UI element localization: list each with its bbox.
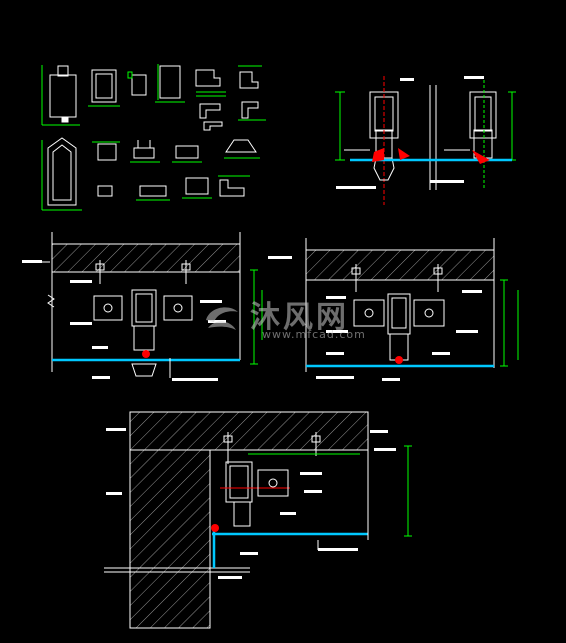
- profile-section-8: [203, 121, 223, 131]
- profile-section-5: [195, 69, 226, 93]
- watermark-brand: 沐风网: [250, 300, 349, 335]
- mfcad-logo-icon: [206, 307, 238, 330]
- detail-window-section: [335, 76, 516, 205]
- watermark: 沐风网 www.mfcad.com: [200, 296, 380, 342]
- profile-section-14: [97, 185, 113, 197]
- profile-section-17: [218, 175, 250, 197]
- profile-section-12: [172, 145, 202, 163]
- detail-corner-section: [104, 411, 412, 629]
- profile-section-9: [238, 101, 266, 121]
- profile-section-15: [136, 185, 170, 201]
- profile-sections: [41, 64, 266, 211]
- profile-section-7: [196, 95, 226, 119]
- profile-section-2: [88, 69, 120, 107]
- detail-slab-section-left: [22, 232, 292, 381]
- profile-section-11: [130, 140, 160, 163]
- profile-section-1: [41, 65, 80, 126]
- profile-section-16: [182, 177, 212, 199]
- profile-section-3: [127, 71, 147, 96]
- watermark-url: www.mfcad.com: [262, 328, 366, 341]
- profile-section-4: [155, 64, 185, 103]
- profile-section-6: [238, 65, 262, 89]
- detail-slab-section-right: [305, 238, 519, 381]
- profile-section-10: [92, 141, 120, 161]
- profile-section-arched: [41, 137, 82, 211]
- profile-section-13: [224, 139, 260, 159]
